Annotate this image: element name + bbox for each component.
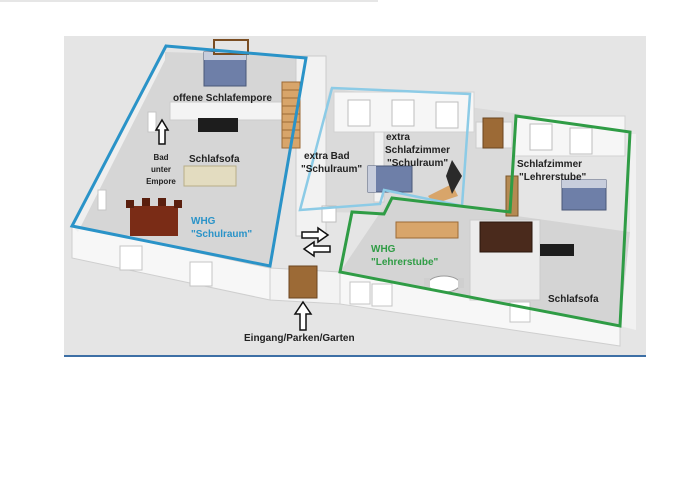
label-schlafzimmer-lehrer-line2: "Lehrerstube": [519, 172, 587, 183]
window-back-2: [391, 99, 415, 127]
label-schlafsofa-right: Schlafsofa: [548, 294, 599, 305]
label-extra-schlafzimmer-line1: extra: [386, 132, 410, 143]
label-bad-line1: Bad: [153, 153, 168, 162]
window-back-4: [529, 123, 553, 151]
window-back-1: [347, 99, 371, 127]
tv-empore: [198, 118, 238, 132]
label-bad-line2: unter: [151, 165, 171, 174]
label-extra-bad-line1: extra Bad: [304, 151, 350, 162]
fixture-bath: [321, 205, 337, 223]
label-whg-lehrerstube-line2: "Lehrerstube": [371, 257, 439, 268]
shelf-lehrerstube: [395, 221, 459, 239]
staircase: [281, 81, 301, 149]
up-arrow-bad: [154, 118, 170, 145]
label-bad-line3: Empore: [146, 177, 176, 186]
window-front-2: [189, 261, 213, 287]
label-schlafzimmer-lehrer-line1: Schlafzimmer: [517, 159, 582, 170]
extra-rooms-outline: [298, 86, 472, 212]
window-front-4: [371, 283, 393, 307]
label-extra-schlafzimmer-line2: Schlafzimmer: [385, 145, 450, 156]
window-front-1: [119, 245, 143, 271]
label-whg-schulraum-line2: "Schulraum": [191, 229, 252, 240]
door-entrance: [288, 265, 318, 299]
window-back-3: [435, 101, 459, 129]
bed-lehrerstube: [561, 179, 607, 211]
whg-schulraum-outline: [69, 44, 308, 268]
window-back-5: [569, 127, 593, 155]
label-whg-schulraum-line1: WHG: [191, 216, 216, 227]
wall-empore: [169, 101, 291, 121]
arrow-right-connection: [301, 226, 330, 244]
cabinet-lehrerstube: [479, 221, 533, 253]
up-arrow-entrance: [293, 300, 313, 331]
plan-bottom-line: [64, 355, 646, 357]
dining-table-left: [126, 198, 182, 236]
arrow-left-connection: [302, 240, 331, 258]
label-schlafsofa-left: Schlafsofa: [189, 154, 240, 165]
door-hall: [482, 117, 504, 149]
label-eingang: Eingang/Parken/Garten: [244, 333, 355, 344]
bed-extra-room: [367, 165, 413, 193]
sofa-left: [183, 165, 237, 187]
window-side-1: [147, 111, 157, 133]
right-wall: [620, 134, 636, 330]
tv-lehrerstube: [540, 244, 574, 256]
label-extra-schlafzimmer-line3: "Schulraum": [387, 158, 448, 169]
whg-lehrerstube-outline: [338, 114, 632, 328]
window-front-3: [349, 281, 371, 305]
label-whg-lehrerstube-line1: WHG: [371, 244, 396, 255]
label-extra-bad-line2: "Schulraum": [301, 164, 362, 175]
side-wall-left: [72, 52, 165, 232]
label-offene-schlafempore: offene Schlafempore: [173, 93, 272, 104]
bed-empore: [203, 39, 249, 87]
top-divider-line: [0, 0, 378, 2]
window-side-2: [97, 189, 107, 211]
lamp-extra-room: [446, 160, 462, 194]
